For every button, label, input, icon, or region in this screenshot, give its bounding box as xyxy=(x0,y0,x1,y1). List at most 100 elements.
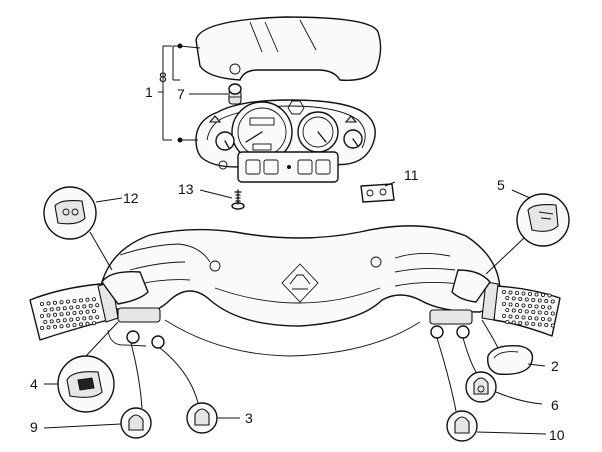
grip-perforation xyxy=(531,309,536,314)
leader-13 xyxy=(199,189,233,199)
left-grip-perforations xyxy=(40,297,100,330)
callout-9: 9 xyxy=(30,419,38,435)
grip-perforation xyxy=(547,293,552,298)
grip-perforation xyxy=(544,310,549,315)
grip-perforation xyxy=(56,306,61,311)
grip-perforation xyxy=(88,303,93,308)
grip-perforation xyxy=(72,322,77,327)
grip-perforation xyxy=(501,289,506,294)
bulb xyxy=(228,83,242,105)
grip-perforation xyxy=(521,291,526,296)
detail-circle-12 xyxy=(43,186,123,271)
right-grip-perforations xyxy=(501,289,555,328)
grip-perforation xyxy=(66,323,71,328)
callout-6: 6 xyxy=(551,397,559,413)
grip-perforation xyxy=(528,315,533,320)
right-switch-housing xyxy=(429,269,491,339)
grip-perforation xyxy=(518,308,523,313)
grip-perforation xyxy=(550,299,555,304)
grip-perforation xyxy=(92,297,97,302)
grip-perforation xyxy=(92,321,97,326)
callout-5: 5 xyxy=(497,177,505,193)
left-grip xyxy=(29,281,119,341)
callout-11: 11 xyxy=(404,167,419,183)
grip-perforation xyxy=(46,313,51,318)
grip-perforation xyxy=(550,323,555,328)
grip-perforation xyxy=(49,307,54,312)
detail-circle-4 xyxy=(44,321,119,413)
grip-perforation xyxy=(82,304,87,309)
grip-perforation xyxy=(547,305,552,310)
grip-perforation xyxy=(59,324,64,329)
detail-circle-9 xyxy=(43,342,152,439)
callout-4: 4 xyxy=(30,376,38,392)
grip-perforation xyxy=(53,312,58,317)
grip-perforation xyxy=(505,295,510,300)
grip-perforation xyxy=(537,322,542,327)
callout-1: 1 xyxy=(145,84,153,100)
grip-perforation xyxy=(85,321,90,326)
callout-8: 8 xyxy=(159,69,167,85)
detail-circle-5 xyxy=(485,189,570,275)
right-grip xyxy=(481,281,561,337)
grip-perforation xyxy=(82,316,87,321)
grip-perforation xyxy=(515,290,520,295)
grip-perforation xyxy=(53,300,58,305)
grip-perforation xyxy=(524,321,529,326)
grip-perforation xyxy=(547,317,552,322)
grip-perforation xyxy=(79,298,84,303)
detail-circle-3 xyxy=(159,347,240,434)
grip-perforation xyxy=(66,299,71,304)
callout-3: 3 xyxy=(245,410,253,426)
grip-perforation xyxy=(85,297,90,302)
grip-perforation xyxy=(518,296,523,301)
grip-perforation xyxy=(40,301,45,306)
grip-perforation xyxy=(59,312,64,317)
grip-perforation xyxy=(69,305,74,310)
grip-perforation xyxy=(511,320,516,325)
grip-perforation xyxy=(501,313,506,318)
callout-12: 12 xyxy=(123,190,139,206)
grip-perforation xyxy=(521,303,526,308)
grip-perforation xyxy=(46,301,51,306)
grip-perforation xyxy=(524,309,529,314)
grip-perforation xyxy=(505,319,510,324)
grip-perforation xyxy=(544,322,549,327)
grip-perforation xyxy=(72,298,77,303)
grip-perforation xyxy=(544,298,549,303)
callout-2: 2 xyxy=(551,358,559,374)
grip-perforation xyxy=(53,324,58,329)
grip-perforation xyxy=(515,302,520,307)
grip-perforation xyxy=(49,319,54,324)
logo-emblem xyxy=(281,263,319,303)
grip-perforation xyxy=(56,318,61,323)
grip-perforation xyxy=(534,304,539,309)
grip-perforation xyxy=(75,304,80,309)
grip-perforation xyxy=(524,297,529,302)
grip-perforation xyxy=(62,306,67,311)
callout-bracket xyxy=(158,43,228,143)
grip-perforation xyxy=(92,309,97,314)
grip-perforation xyxy=(40,313,45,318)
grip-perforation xyxy=(72,310,77,315)
grip-perforation xyxy=(43,307,48,312)
grip-perforation xyxy=(534,292,539,297)
grip-perforation xyxy=(537,310,542,315)
grip-perforation xyxy=(515,314,520,319)
grip-perforation xyxy=(537,298,542,303)
grip-perforation xyxy=(88,315,93,320)
grip-perforation xyxy=(541,292,546,297)
detail-circle-6 xyxy=(462,337,543,405)
grip-perforation xyxy=(59,300,64,305)
grip-perforation xyxy=(528,303,533,308)
grip-perforation xyxy=(79,322,84,327)
grip-perforation xyxy=(511,308,516,313)
grip-perforation xyxy=(95,315,100,320)
grip-perforation xyxy=(534,316,539,321)
grip-perforation xyxy=(505,307,510,312)
grip-perforation xyxy=(46,325,51,330)
grip-perforation xyxy=(501,301,506,306)
grip-perforation xyxy=(528,291,533,296)
grip-perforation xyxy=(508,314,513,319)
